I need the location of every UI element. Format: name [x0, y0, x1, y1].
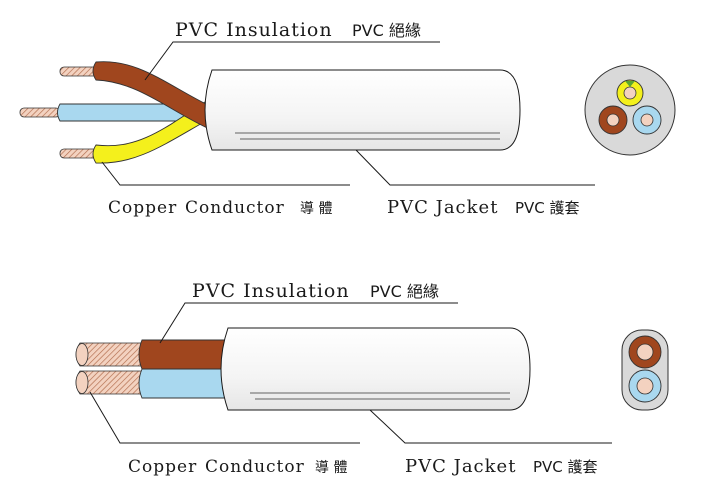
top-conductor-label: Copper: [108, 198, 177, 218]
top-cross-section: [584, 64, 676, 156]
top-core-yellow: [92, 91, 223, 164]
top-pvc-jacket: [204, 69, 521, 151]
top-conductor-label-cn: 導 體: [300, 201, 332, 217]
top-leader-lines: [101, 41, 595, 186]
top-copper-strand-yellow: [59, 148, 99, 159]
bottom-core-brown: [138, 339, 233, 370]
bottom-jacket-leader: [369, 409, 612, 444]
top-copper-strand-brown: [59, 66, 99, 77]
bottom-insulation-leader: [159, 302, 458, 344]
top-core-brown: [92, 61, 219, 133]
top-jacket-label-cn: PVC 護套: [515, 199, 580, 217]
top-conductor-label-2: Conductor: [185, 198, 285, 218]
bottom-copper-end-brown: [75, 343, 89, 366]
bottom-jacket-label: PVC Jacket: [405, 456, 516, 477]
top-conductor-leader: [101, 161, 350, 186]
top-section-conductor-brown: [606, 113, 620, 127]
bottom-insulation-label-cn: PVC 絕緣: [370, 282, 439, 301]
bottom-jacket-label-cn: PVC 護套: [533, 458, 598, 476]
bottom-section-conductor-blue: [636, 377, 654, 395]
bottom-core-blue: [138, 368, 233, 399]
top-insulation-label-cn: PVC 絕緣: [352, 21, 421, 40]
bottom-insulation-label: PVC Insulation: [192, 280, 350, 302]
top-section-conductor-blue: [640, 113, 654, 127]
bottom-conductor-label-2: Conductor: [205, 457, 305, 477]
bottom-section-conductor-brown: [636, 343, 654, 361]
bottom-leader-lines: [89, 302, 612, 444]
bottom-conductor-label-cn: 導 體: [315, 460, 347, 476]
top-jacket-leader: [355, 149, 595, 186]
bottom-cross-section: [621, 329, 669, 411]
top-insulation-leader: [144, 41, 440, 81]
top-section-conductor-yellow: [623, 86, 637, 100]
bottom-pvc-jacket: [220, 327, 531, 411]
top-jacket-label: PVC Jacket: [387, 197, 498, 218]
top-section-jacket: [584, 64, 676, 156]
top-cable: [19, 61, 521, 164]
bottom-copper-end-blue: [75, 371, 89, 394]
top-copper-strand-blue: [19, 107, 61, 118]
bottom-conductor-label: Copper: [128, 457, 197, 477]
bottom-cable: [75, 327, 531, 411]
top-insulation-label: PVC Insulation: [175, 19, 333, 41]
top-section-green-mark: [625, 81, 635, 87]
bottom-conductor-leader: [89, 391, 360, 444]
